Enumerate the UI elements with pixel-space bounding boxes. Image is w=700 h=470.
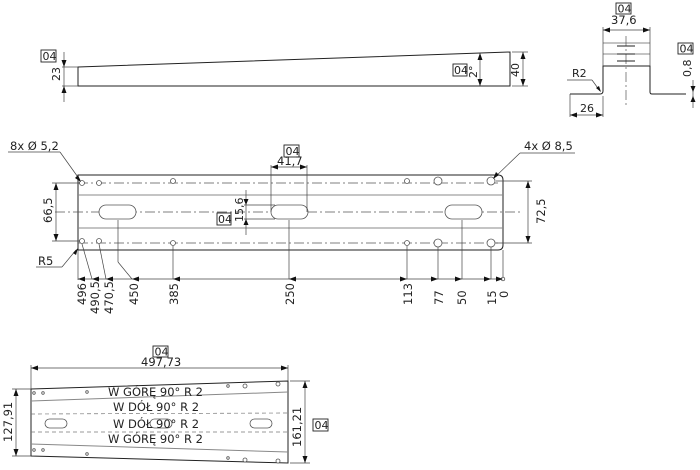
bend-radius-label: R2 bbox=[572, 67, 587, 80]
tolerance-tag: 04 bbox=[286, 145, 300, 158]
side-view-outline bbox=[77, 51, 511, 87]
overall-length-dim: 497,73 bbox=[141, 355, 181, 369]
section-view: 04 37,6 R2 26 04 0,8 bbox=[567, 3, 696, 118]
baseline-dim: 250 bbox=[283, 283, 297, 305]
slot-center bbox=[270, 204, 309, 220]
right-width-dim: 161,21 bbox=[290, 407, 304, 447]
section-profile bbox=[570, 65, 686, 95]
tolerance-tag: 04 bbox=[618, 3, 632, 16]
top-width-dim: 37,6 bbox=[611, 13, 637, 27]
bend-note: W GÓRĘ 90° R 2 bbox=[108, 431, 203, 446]
baseline-dim: 15 bbox=[485, 290, 499, 305]
flat-pattern: W GÓRĘ 90° R 2 W DÓŁ 90° R 2 W DÓŁ 90° R… bbox=[1, 346, 329, 464]
small-holes-callout: 8x Ø 5,2 bbox=[10, 139, 59, 153]
top-view-outline bbox=[77, 174, 504, 251]
baseline-dim: 113 bbox=[401, 283, 415, 305]
flange-width-dim: 26 bbox=[580, 102, 594, 115]
bend-note: W DÓŁ 90° R 2 bbox=[113, 399, 199, 414]
slot-left bbox=[98, 204, 137, 220]
tolerance-tag: 04 bbox=[454, 64, 468, 77]
tolerance-tag: 04 bbox=[218, 213, 232, 226]
tolerance-tag: 04 bbox=[155, 346, 169, 359]
taper-angle-dim: 2° bbox=[467, 66, 480, 79]
thickness-dim: 0,8 bbox=[681, 60, 694, 78]
baseline-dim: 496 bbox=[75, 283, 89, 305]
tolerance-tag: 04 bbox=[680, 43, 694, 56]
baseline-dim: 77 bbox=[432, 290, 446, 305]
left-width-dim: 127,91 bbox=[1, 402, 15, 442]
baseline-dim-labels: 496 490,5 470,5 450 385 250 113 77 50 15… bbox=[75, 281, 511, 314]
large-holes-callout: 4x Ø 8,5 bbox=[524, 139, 573, 153]
baseline-dim: 470,5 bbox=[102, 281, 116, 314]
slot-right bbox=[444, 204, 483, 220]
tolerance-box bbox=[40, 49, 57, 63]
slot-length-dim: 41,7 bbox=[277, 154, 303, 168]
bend-note: W DÓŁ 90° R 2 bbox=[113, 416, 199, 431]
right-height-dim: 40 bbox=[509, 63, 522, 77]
left-height-dim: 23 bbox=[50, 67, 63, 81]
top-view: 8x Ø 5,2 4x Ø 8,5 R5 66,5 72,5 04 41 bbox=[8, 139, 575, 314]
baseline-dim: 0 bbox=[497, 291, 511, 298]
baseline-dim: 490,5 bbox=[88, 281, 102, 314]
tolerance-tag: 04 bbox=[315, 419, 329, 432]
corner-radius-label: R5 bbox=[38, 254, 53, 268]
flat-pattern-outline bbox=[30, 380, 289, 464]
baseline-dim: 385 bbox=[167, 283, 181, 305]
baseline-dim: 450 bbox=[127, 283, 141, 305]
slot-width-dim: 15,6 bbox=[233, 198, 246, 223]
side-view: 04 23 04 2° 40 bbox=[40, 49, 528, 102]
bend-note: W GÓRĘ 90° R 2 bbox=[108, 384, 203, 399]
tolerance-tag: 04 bbox=[43, 50, 57, 63]
baseline-dim: 50 bbox=[455, 290, 469, 305]
left-spacing-dim: 66,5 bbox=[41, 197, 55, 223]
small-holes bbox=[79, 178, 410, 246]
right-spacing-dim: 72,5 bbox=[534, 198, 548, 224]
